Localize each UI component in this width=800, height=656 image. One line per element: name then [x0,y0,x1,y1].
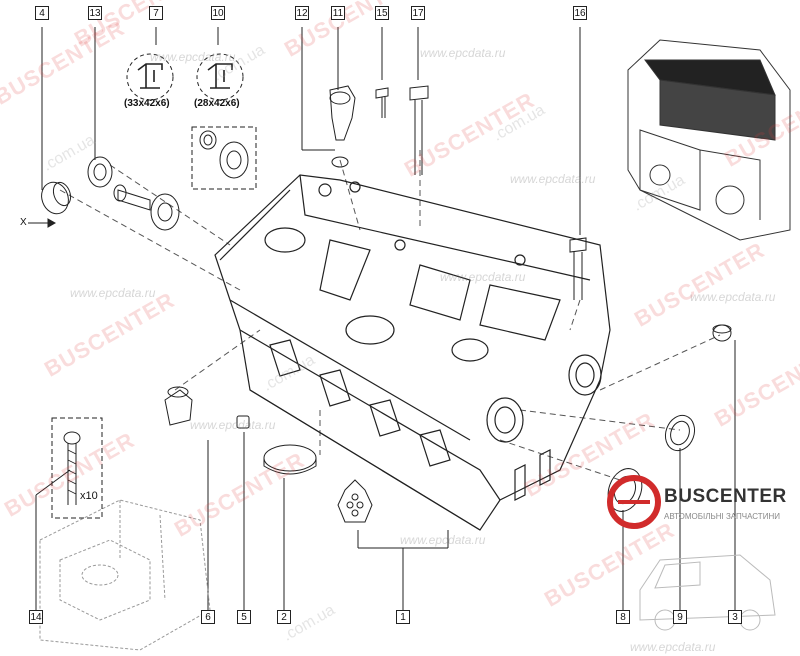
quantity-label: x10 [80,490,98,502]
plug-2 [263,444,317,472]
gasket-kit-1 [337,479,373,523]
callout-4: 4 [35,6,49,20]
callout-3: 3 [728,610,742,624]
logo-subtitle: АВТОМОБІЛЬНІ ЗАПЧАСТИНИ [664,512,780,521]
seal-10-detail [196,53,244,101]
bolt-16 [569,237,587,253]
callout-1: 1 [396,610,410,624]
washer-12 [331,156,349,168]
callout-13: 13 [88,6,102,20]
callout-10: 10 [211,6,225,20]
stem-seal-6 [164,389,193,426]
seal-9 [664,414,696,452]
bolt-17 [409,85,429,101]
cup-5 [236,415,250,429]
callout-8: 8 [616,610,630,624]
callout-14: 14 [29,610,43,624]
van-silhouette [639,554,776,631]
plug-4 [41,181,69,215]
bolt-13 [117,189,151,211]
callout-17: 17 [411,6,425,20]
callout-6: 6 [201,610,215,624]
callout-7: 7 [149,6,163,20]
engine-block-sketch [39,499,211,651]
seal-7-dimension: (33x42x6) [124,98,170,109]
callout-9: 9 [673,610,687,624]
callout-15: 15 [375,6,389,20]
callout-11: 11 [331,6,345,20]
cylinder-head [214,174,611,531]
seal-10-dimension: (28x42x6) [194,98,240,109]
seal-7-detail [126,53,174,101]
logo-title: BUSCENTER [664,486,787,507]
buscenter-logo: BUSCENTER АВТОМОБІЛЬНІ ЗАПЧАСТИНИ [600,470,800,530]
axis-x-label: X [20,217,27,228]
callout-16: 16 [573,6,587,20]
callout-5: 5 [237,610,251,624]
callout-2: 2 [277,610,291,624]
buscenter-logo-mark [607,475,661,529]
callout-12: 12 [295,6,309,20]
seal-8 [607,468,643,512]
sensor-11 [329,85,356,141]
bolt-14-box [51,417,103,519]
engine-thumbnail [627,39,791,241]
bolt-15 [375,87,389,99]
bearing-13 [150,193,180,231]
bearing-10 [219,141,249,179]
bolt-14 [63,431,81,445]
ring-13 [87,156,113,188]
